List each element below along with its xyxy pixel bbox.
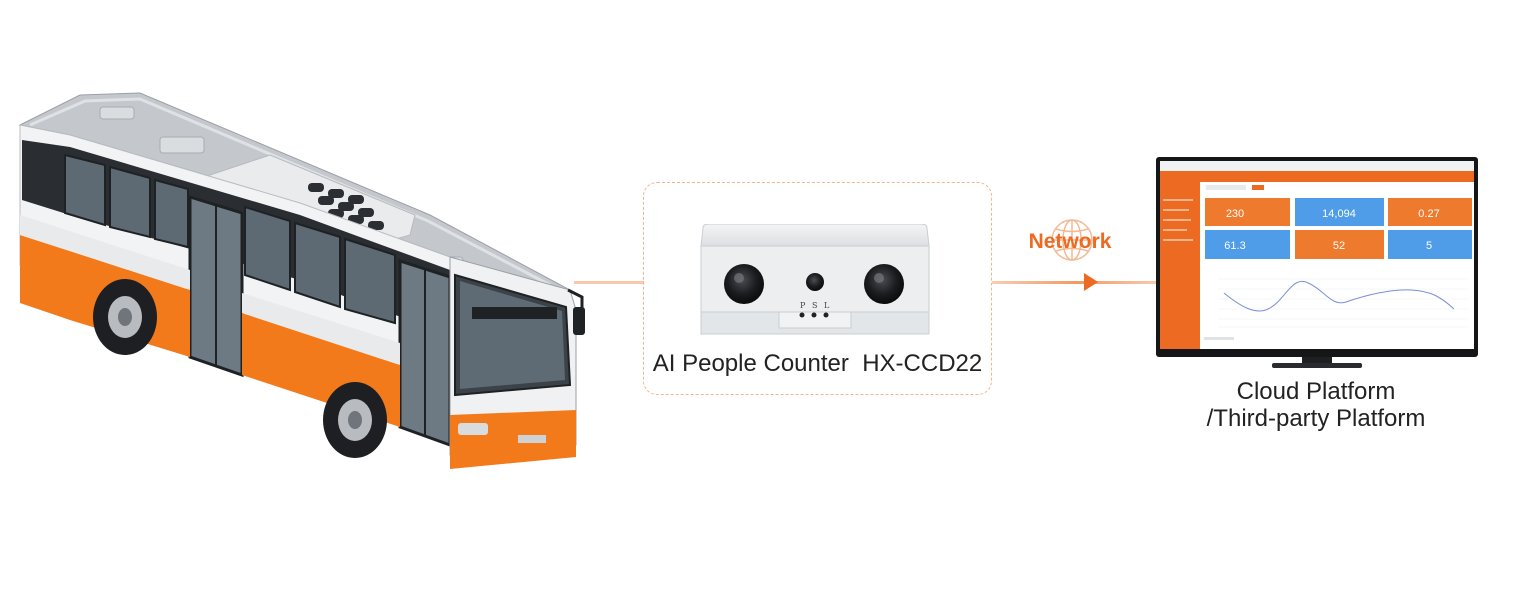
cloud-platform-label: Cloud Platform /Third-party Platform <box>1160 378 1472 432</box>
arrow-right-icon <box>1084 273 1098 291</box>
monitor-dashboard: 230 14,094 0.27 61.3 52 5 <box>1156 157 1478 368</box>
stat-card-1 <box>1205 198 1290 226</box>
cloud-label-line-1: Cloud Platform <box>1236 378 1396 405</box>
network-label: Network <box>1028 230 1112 253</box>
stat-value-3: 0.27 <box>1418 208 1439 220</box>
stat-card-5 <box>1295 230 1384 259</box>
stat-value-5: 52 <box>1333 240 1345 252</box>
indicator-letter-p: P <box>800 301 806 310</box>
stat-value-1: 230 <box>1226 208 1244 220</box>
bus-to-counter-connector <box>574 281 644 284</box>
stat-card-3 <box>1388 198 1472 226</box>
people-counter-device: P S L <box>700 224 930 335</box>
globe-icon <box>1051 219 1093 261</box>
stat-value-6: 5 <box>1426 240 1432 252</box>
device-dashed-frame <box>643 182 992 395</box>
stat-value-2: 14,094 <box>1322 208 1356 220</box>
bus-illustration <box>18 92 585 469</box>
stat-card-2 <box>1295 198 1384 226</box>
stat-card-4 <box>1205 230 1290 259</box>
indicator-letter-s: S <box>812 301 817 310</box>
counter-to-cloud-connector <box>992 281 1162 284</box>
stat-card-6 <box>1388 230 1472 259</box>
device-label: AI People Counter HX-CCD22 <box>652 350 983 377</box>
cloud-label-line-2: /Third-party Platform <box>1206 405 1426 432</box>
stat-value-4: 61.3 <box>1224 240 1245 252</box>
indicator-letter-l: L <box>824 301 830 310</box>
